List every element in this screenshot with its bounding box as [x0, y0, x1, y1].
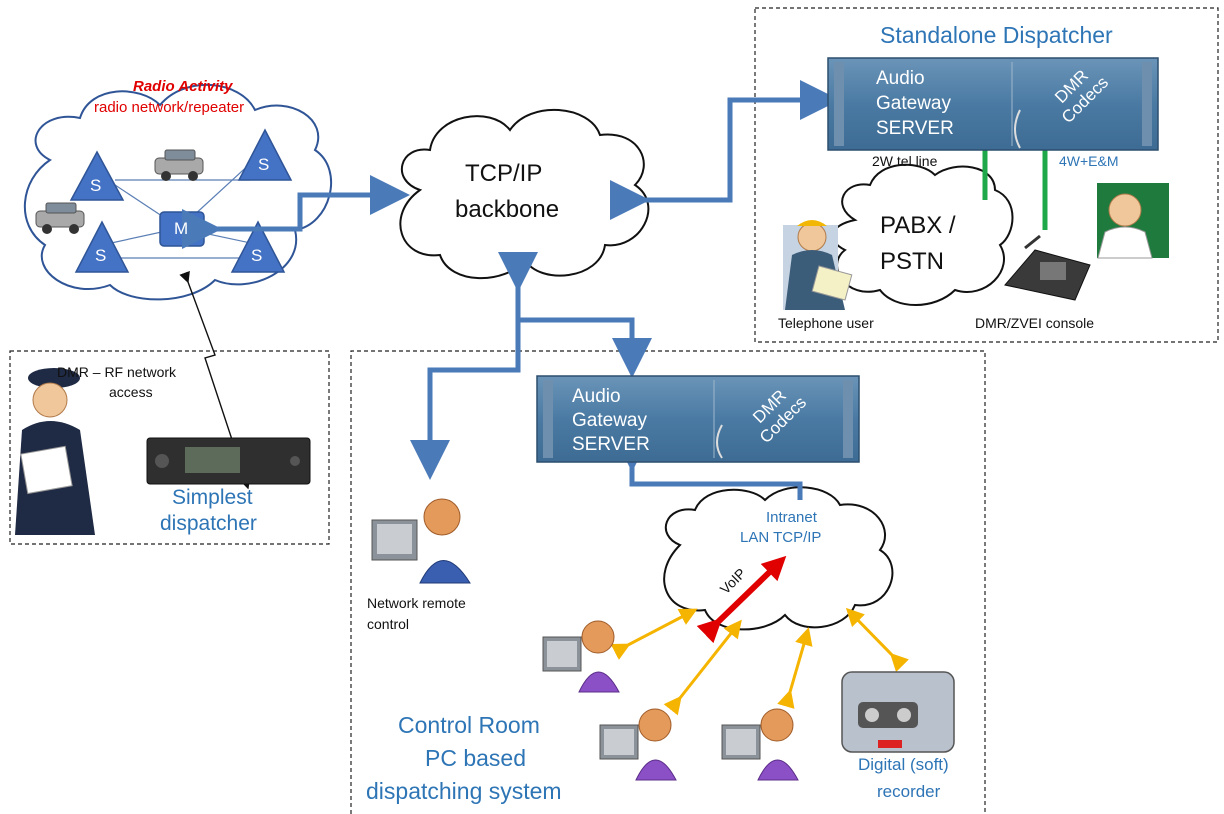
radio-network-subtitle: radio network/repeater — [94, 99, 245, 116]
control-room-title-line2: PC based — [425, 745, 527, 771]
operator-icon — [599, 708, 677, 781]
site-label: S — [258, 155, 270, 174]
vehicle-icon — [35, 202, 85, 234]
simplest-dispatcher-line1: Simplest — [172, 486, 253, 509]
voip-arrow — [696, 555, 787, 644]
master-node-label: M — [174, 219, 189, 238]
site-label: S — [90, 176, 102, 195]
control-room-title-line1: Control Room — [398, 712, 540, 738]
site-triangle — [74, 220, 130, 273]
standalone-server-line3: SERVER — [876, 118, 954, 139]
telephone-user-icon — [783, 220, 853, 310]
cr-server-line2: Gateway — [572, 410, 647, 431]
control-room-box — [350, 350, 986, 814]
phone-lines — [982, 148, 1048, 230]
operator-icon — [721, 708, 799, 781]
rf-access-label-line2: access — [109, 384, 153, 400]
rf-link — [179, 270, 251, 490]
site-label: S — [95, 246, 107, 265]
telephone-user-label: Telephone user — [778, 315, 874, 331]
remote-control-operator-icon — [371, 498, 471, 584]
radio-activity-title: Radio Activity — [133, 78, 233, 95]
dmr-zvei-console-icon — [1004, 234, 1091, 301]
operator-icon — [542, 620, 620, 693]
standalone-server-line1: Audio — [876, 68, 925, 89]
simplest-dispatcher-box — [9, 350, 330, 545]
tel-line-label: 2W tel line — [872, 153, 938, 169]
em-line-label: 4W+E&M — [1059, 153, 1119, 169]
standalone-dispatcher-box — [754, 7, 1219, 343]
backbone-label-line2: backbone — [455, 196, 560, 223]
control-room-title-line3: dispatching system — [366, 778, 562, 804]
site-triangle — [69, 150, 125, 201]
standalone-server-line2: Gateway — [876, 93, 951, 114]
site-label: S — [251, 246, 263, 265]
pabx-label-line2: PSTN — [880, 248, 945, 275]
rf-access-label-line1: DMR – RF network — [57, 364, 177, 380]
backbone-label-line1: TCP/IP — [465, 160, 543, 187]
console-label: DMR/ZVEI console — [975, 315, 1095, 331]
tcpip-backbone-cloud — [399, 109, 650, 280]
officer-icon — [15, 368, 95, 535]
cr-server-line1: Audio — [572, 386, 621, 407]
pabx-label-line1: PABX / — [880, 212, 956, 239]
standalone-dispatcher-title: Standalone Dispatcher — [880, 22, 1113, 48]
network-links — [182, 80, 840, 500]
intranet-label-line2: LAN TCP/IP — [740, 529, 822, 546]
intranet-label-line1: Intranet — [766, 509, 817, 526]
radio-device-icon — [146, 437, 311, 485]
recorder-label-line1: Digital (soft) — [858, 755, 949, 774]
radio-network-cloud — [23, 84, 332, 301]
simplest-dispatcher-line2: dispatcher — [160, 512, 257, 535]
lan-arrows — [610, 607, 909, 716]
standalone-server-rack — [827, 57, 1159, 151]
remote-control-label-line2: control — [367, 616, 410, 632]
recorder-label-line2: recorder — [877, 782, 941, 801]
remote-control-label-line1: Network remote — [367, 595, 466, 611]
headset-dispatcher-icon — [1097, 183, 1169, 259]
control-room-server-rack — [536, 375, 860, 463]
cr-server-line3: SERVER — [572, 434, 650, 455]
digital-recorder-icon — [841, 671, 955, 753]
